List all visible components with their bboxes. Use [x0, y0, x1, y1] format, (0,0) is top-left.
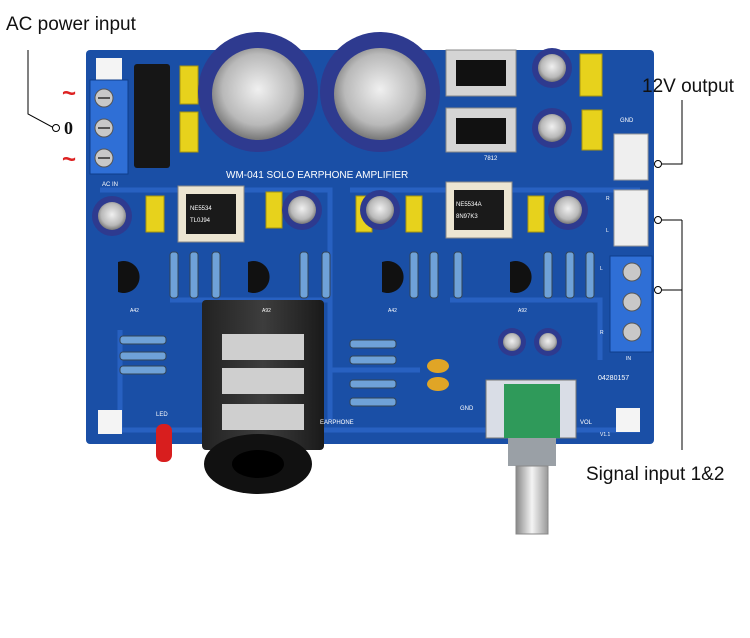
- bridge-rectifier: [134, 64, 170, 168]
- small-electrolytic-capacitors: [92, 48, 588, 356]
- silk-vol: VOL: [580, 420, 593, 426]
- headphone-jack: [202, 300, 324, 494]
- mounting-holes: [96, 58, 640, 434]
- silk-l-in: L: [600, 266, 603, 272]
- ic1-marking-1: NE5534: [190, 206, 212, 212]
- opamp-ics: [177, 181, 513, 243]
- silk-r-in: R: [600, 330, 604, 336]
- silk-a42-right: A42: [388, 308, 397, 314]
- board-title: WM-041 SOLO EARPHONE AMPLIFIER: [226, 170, 408, 181]
- signal-input-terminal-block: [609, 255, 653, 353]
- callout-lines: [27, 50, 683, 450]
- red-led: [156, 424, 172, 462]
- silk-r-out: R: [606, 196, 610, 202]
- silk-7812: 7812: [484, 156, 498, 162]
- ac-zero-label: 0: [64, 118, 73, 138]
- silk-date: 04280157: [598, 375, 629, 382]
- film-capacitors: [145, 53, 603, 233]
- voltage-regulators: [445, 49, 517, 153]
- silk-a92-left: A92: [262, 308, 271, 314]
- silk-led: LED: [156, 412, 168, 418]
- output-12v-label: 12V output: [642, 76, 734, 97]
- silk-a42-left: A42: [130, 308, 139, 314]
- volume-potentiometer: [485, 379, 577, 535]
- silk-l-out: L: [606, 228, 609, 234]
- ic1-marking-2: TL0J94: [190, 218, 211, 224]
- silk-ac-in: AC IN: [102, 182, 118, 188]
- ic2-marking-2: 8N97K3: [456, 214, 478, 220]
- silk-gnd-mid: GND: [460, 406, 474, 412]
- silk-a92-right: A92: [518, 308, 527, 314]
- silk-in: IN: [626, 356, 631, 362]
- ceramic-capacitors: [427, 359, 449, 391]
- ac-power-input-label: AC power input: [6, 14, 136, 35]
- large-electrolytic-capacitors: [198, 32, 440, 152]
- output-connectors: [613, 133, 649, 247]
- silk-gnd-top: GND: [620, 118, 634, 124]
- resistors: [119, 251, 595, 407]
- signal-input-label: Signal input 1&2: [586, 464, 725, 485]
- silk-version: V1.1: [600, 432, 611, 438]
- ac-terminal-block: [89, 79, 129, 175]
- silk-earphone: EARPHONE: [320, 420, 354, 426]
- ac-tilde-bottom-label: ~: [62, 146, 77, 173]
- callout-dots: [52, 124, 662, 294]
- ic2-marking-1: NE5534A: [456, 202, 482, 208]
- ac-tilde-top-label: ~: [62, 80, 77, 107]
- transistors: [118, 261, 532, 293]
